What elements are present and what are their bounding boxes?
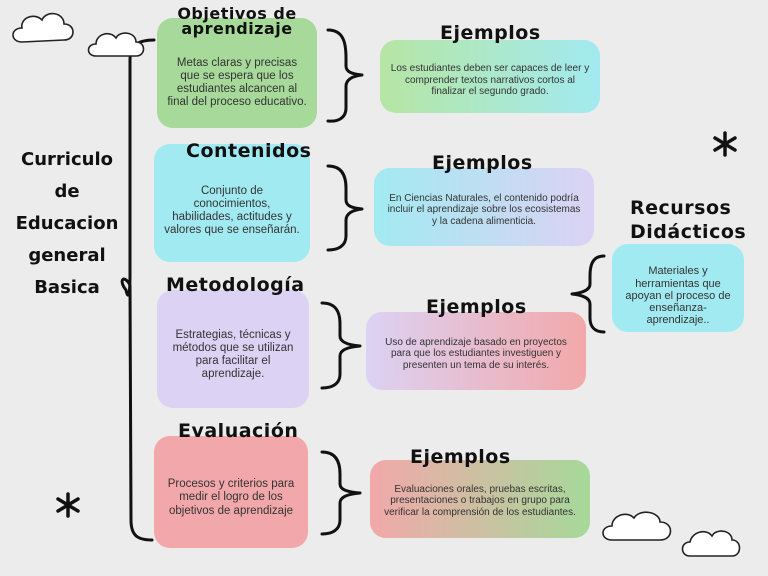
evaluacion-text: Procesos y criterios para medir el logro… (167, 478, 295, 517)
contenidos-example-text: En Ciencias Naturales, el contenido podr… (387, 193, 581, 227)
brace-objetivos (326, 28, 364, 123)
metodologia-text: Estrategias, técnicas y métodos que se u… (172, 328, 294, 381)
main-title-line: Educacion (15, 213, 119, 234)
objetivos-heading: Objetivos de aprendizaje (177, 4, 297, 38)
metodologia-heading: Metodología (166, 274, 305, 296)
objetivos-text: Metas claras y precisas que se espera qu… (167, 56, 307, 109)
contenidos-box: Conjunto de conocimientos, habilidades, … (154, 144, 310, 262)
evaluacion-heading: Evaluación (178, 420, 299, 442)
contenidos-example-box: En Ciencias Naturales, el contenido podr… (374, 168, 594, 246)
main-spine-line (120, 38, 156, 542)
evaluacion-example-box: Evaluaciones orales, pruebas escritas, p… (370, 460, 590, 538)
objetivos-example-box: Los estudiantes deben ser capaces de lee… (380, 40, 600, 113)
contenidos-heading: Contenidos (186, 140, 312, 162)
recursos-box: Materiales y herramientas que apoyan el … (612, 244, 744, 332)
metodologia-example-text: Uso de aprendizaje basado en proyectos p… (385, 337, 567, 371)
brace-contenidos (326, 164, 364, 252)
evaluacion-example-text: Evaluaciones orales, pruebas escritas, p… (384, 484, 576, 518)
main-title-line: Basica (34, 277, 100, 298)
cloud-icon-top-left (12, 12, 145, 57)
objetivos-box: Metas claras y precisas que se espera qu… (157, 18, 317, 128)
contenidos-example-heading: Ejemplos (432, 152, 533, 174)
metodologia-example-box: Uso de aprendizaje basado en proyectos p… (366, 312, 586, 390)
contenidos-text: Conjunto de conocimientos, habilidades, … (164, 184, 300, 237)
evaluacion-example-heading: Ejemplos (410, 446, 511, 468)
brace-recursos (570, 254, 606, 334)
objetivos-example-text: Los estudiantes deben ser capaces de lee… (390, 63, 590, 98)
evaluacion-box: Procesos y criterios para medir el logro… (154, 436, 308, 548)
recursos-heading: Recursos Didácticos (630, 196, 746, 244)
recursos-text: Materiales y herramientas que apoyan el … (625, 265, 731, 327)
asterisk-icon-right (713, 131, 737, 157)
brace-metodologia (320, 301, 362, 390)
recursos-heading-line: Recursos (630, 197, 732, 219)
main-title-line: Curriculo (21, 149, 113, 170)
asterisk-icon-left (56, 492, 80, 518)
objetivos-example-heading: Ejemplos (440, 22, 541, 44)
main-title-line: general (28, 245, 106, 266)
brace-evaluacion (320, 450, 362, 536)
metodologia-box: Estrategias, técnicas y métodos que se u… (157, 290, 309, 408)
cloud-icon-bottom-right (602, 511, 741, 557)
main-title: Curriculo de Educacion general Basica (8, 144, 126, 304)
main-title-line: de (54, 181, 80, 202)
recursos-heading-line: Didácticos (630, 221, 747, 243)
metodologia-example-heading: Ejemplos (426, 296, 527, 318)
